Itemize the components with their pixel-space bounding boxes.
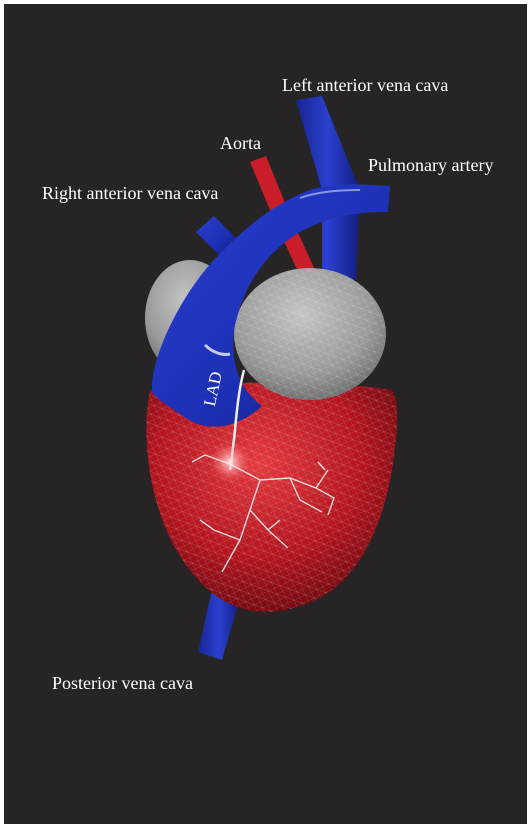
label-left-anterior-vena-cava: Left anterior vena cava <box>282 75 448 95</box>
label-aorta: Aorta <box>220 133 261 153</box>
label-posterior-vena-cava: Posterior vena cava <box>52 673 193 693</box>
label-right-anterior-vena-cava: Right anterior vena cava <box>42 183 218 203</box>
label-pulmonary-artery: Pulmonary artery <box>368 155 493 175</box>
